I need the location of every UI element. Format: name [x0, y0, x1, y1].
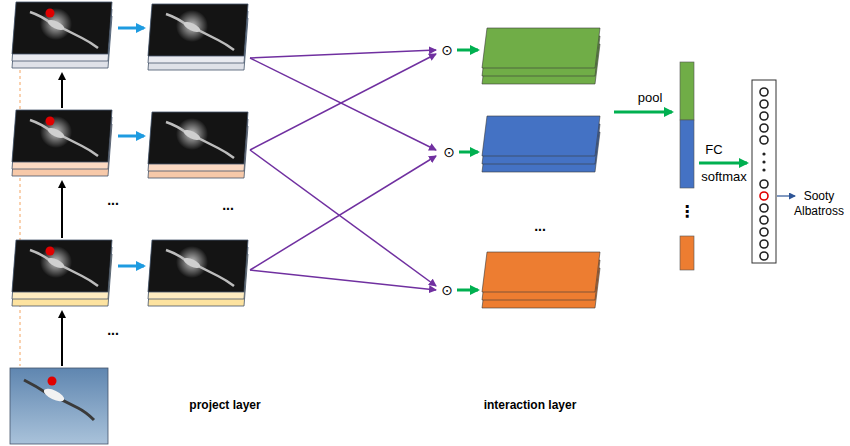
class-label: Sooty Albatross [792, 189, 846, 219]
interaction-arrows [250, 50, 436, 290]
class-arrow [777, 195, 795, 196]
feature-stack [12, 240, 112, 306]
input-image [10, 368, 108, 444]
projected-stack [148, 240, 248, 306]
layer-label: interaction layer [484, 398, 577, 412]
feature-stack [12, 110, 112, 176]
upward-arrow [61, 312, 63, 366]
interaction-stack [482, 252, 600, 308]
pool-arrow [614, 111, 672, 114]
operation-label: pool [638, 90, 663, 106]
project-arrow [118, 135, 144, 138]
ellipsis: ... [534, 218, 546, 235]
ellipsis: ... [107, 322, 119, 339]
ellipsis: ... [107, 192, 119, 209]
operator-symbol: ⊙ [441, 42, 453, 59]
operator-symbol: ⊙ [443, 144, 455, 161]
operator-symbol: ⊙ [441, 282, 453, 299]
green-arrow [459, 151, 478, 154]
interaction-stack [482, 116, 600, 172]
ellipsis: ... [222, 197, 234, 214]
upward-arrow [61, 74, 63, 108]
output-vector [752, 80, 776, 263]
pooled-vector [680, 62, 694, 270]
fc-arrow [699, 162, 747, 165]
green-arrow [457, 289, 478, 292]
interaction-stack [482, 28, 600, 84]
projected-stack [148, 112, 248, 178]
operation-label: softmax [701, 169, 747, 185]
projected-stack [148, 4, 248, 70]
project-arrow [118, 27, 144, 30]
feature-stack [12, 2, 112, 68]
green-arrow [457, 49, 478, 52]
project-arrow [118, 265, 144, 268]
layer-label: project layer [189, 398, 260, 412]
upward-arrow [61, 182, 63, 238]
ellipsis: ⋮ [679, 202, 695, 221]
operation-label: FC [705, 142, 722, 158]
